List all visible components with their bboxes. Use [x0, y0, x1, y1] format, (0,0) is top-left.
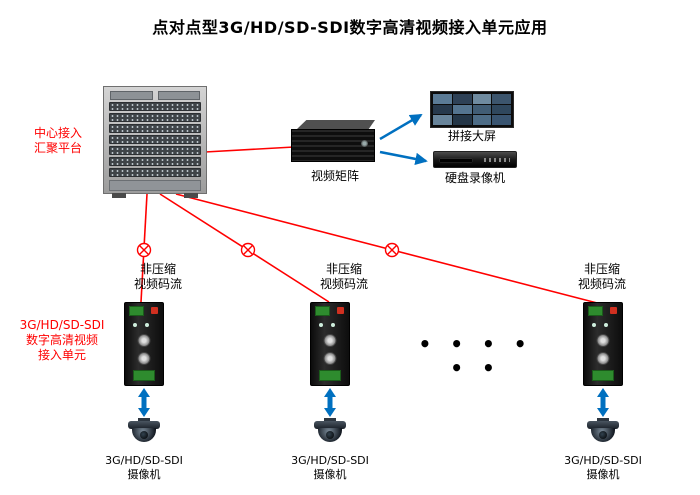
converter-led-icon — [592, 323, 596, 327]
camera-base — [587, 421, 619, 429]
stream-label: 非压缩 视频码流 — [319, 262, 368, 291]
camera-link-arrow-icon — [597, 388, 609, 417]
camera-link-arrow-icon — [324, 388, 336, 417]
wall-screen-tile — [492, 94, 511, 104]
chassis-module — [157, 91, 200, 100]
converter-reset-button — [337, 307, 344, 314]
camera-mount — [138, 418, 150, 422]
arrow-matrix-to-wall-icon — [379, 113, 423, 141]
video-wall-icon — [430, 91, 514, 128]
video-wall-label: 拼接大屏 — [447, 129, 496, 143]
wall-screen-tile — [472, 104, 492, 115]
camera-link-arrow-icon — [138, 388, 150, 417]
converter-terminal-block — [315, 306, 330, 316]
wall-screen-tile — [452, 115, 472, 125]
converter-bnc-connector — [323, 352, 337, 365]
chassis-base — [109, 180, 201, 191]
converter-terminal-block — [319, 370, 341, 381]
camera-label: 3G/HD/SD-SDI 摄像机 — [105, 454, 183, 481]
chassis-top-modules — [110, 91, 200, 100]
platform-label: 中心接入 汇聚平台 — [33, 126, 82, 155]
diagram-title: 点对点型3G/HD/SD-SDI数字高清视频接入单元应用 — [152, 18, 548, 37]
converter-led-icon — [133, 323, 137, 327]
matrix-label: 视频矩阵 — [310, 169, 359, 183]
camera-label: 3G/HD/SD-SDI 摄像机 — [564, 454, 642, 481]
aggregation-platform-device — [103, 86, 207, 198]
connection-line-platform-matrix — [204, 146, 295, 153]
wall-screen-tile — [492, 104, 511, 115]
camera-mount — [597, 418, 609, 422]
matrix-top-face — [297, 120, 375, 129]
wall-screen-tile — [472, 94, 492, 104]
chassis-foot — [112, 193, 126, 198]
converter-terminal-block — [129, 306, 144, 316]
converter-bnc-connector — [137, 334, 151, 347]
camera-mount — [324, 418, 336, 422]
wall-screen-tile — [452, 94, 472, 104]
sdi-converter-device — [124, 302, 164, 386]
wall-screen-tile — [433, 94, 452, 104]
camera-icon — [127, 418, 161, 448]
sdi-converter-device — [583, 302, 623, 386]
stream-label: 非压缩 视频码流 — [577, 262, 626, 291]
more-branches-ellipsis: • • • • • • — [418, 332, 533, 380]
camera-lens-icon — [140, 431, 148, 439]
matrix-power-button-icon — [361, 140, 368, 147]
chassis-card-slot — [109, 146, 201, 155]
camera-base — [314, 421, 346, 429]
dvr-device — [433, 151, 517, 168]
camera-icon — [586, 418, 620, 448]
converter-led-icon — [319, 323, 323, 327]
chassis-card-slot — [109, 168, 201, 177]
chassis-card-slot — [109, 135, 201, 144]
dvr-label: 硬盘录像机 — [444, 171, 505, 185]
camera-base — [128, 421, 160, 429]
wall-screen-tile — [452, 104, 472, 115]
access-unit-label: 3G/HD/SD-SDI 数字高清视频 接入单元 — [19, 318, 105, 362]
chassis-card-slot — [109, 113, 201, 122]
wall-screen-tile — [492, 115, 511, 125]
chassis-card-slot — [109, 102, 201, 111]
fiber-node-icon — [136, 242, 152, 258]
converter-bnc-connector — [137, 352, 151, 365]
camera-lens-icon — [326, 431, 334, 439]
camera-lens-icon — [599, 431, 607, 439]
converter-bnc-connector — [596, 334, 610, 347]
converter-bnc-connector — [323, 334, 337, 347]
chassis-card-slot — [109, 157, 201, 166]
wall-screen-tile — [433, 104, 452, 115]
wall-screen-tile — [472, 115, 492, 125]
converter-terminal-block — [133, 370, 155, 381]
dvr-disc-slot — [440, 159, 472, 162]
dvr-buttons-icon — [484, 158, 510, 162]
chassis-foot — [184, 193, 198, 198]
converter-terminal-block — [588, 306, 603, 316]
camera-label: 3G/HD/SD-SDI 摄像机 — [291, 454, 369, 481]
wall-screen-tile — [433, 115, 452, 125]
fiber-node-icon — [384, 242, 400, 258]
chassis-card-slot — [109, 124, 201, 133]
sdi-converter-device — [310, 302, 350, 386]
chassis-module — [110, 91, 153, 100]
converter-reset-button — [151, 307, 158, 314]
camera-icon — [313, 418, 347, 448]
arrow-matrix-to-dvr-icon — [379, 150, 428, 166]
converter-bnc-connector — [596, 352, 610, 365]
video-matrix-device — [291, 120, 379, 166]
converter-terminal-block — [592, 370, 614, 381]
fiber-node-icon — [240, 242, 256, 258]
converter-reset-button — [610, 307, 617, 314]
stream-label: 非压缩 视频码流 — [133, 262, 182, 291]
